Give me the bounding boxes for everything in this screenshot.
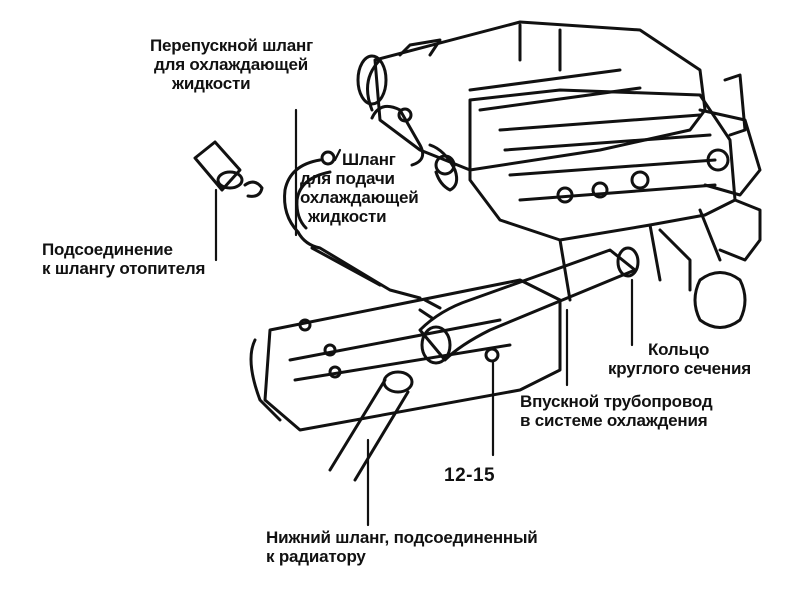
lower-hose-part xyxy=(328,370,414,482)
engine-block xyxy=(468,73,762,329)
intake-manifold xyxy=(249,278,562,432)
air-cleaner-cover xyxy=(356,20,707,172)
heater-pipe xyxy=(193,140,264,198)
torque-value: 12-15 xyxy=(444,465,496,486)
supply-hose-label: Шланг для подачи охлаждающей жидкости xyxy=(300,150,419,226)
leader-lines xyxy=(214,108,634,527)
lower-hose-label: Нижний шланг, подсоединенный к радиатору xyxy=(266,528,538,566)
bypass-hose-label: Перепускной шланг для охлаждающей жидкос… xyxy=(150,36,313,93)
o-ring-label: Кольцо круглого сечения xyxy=(608,340,751,378)
heater-connection-label: Подсоединение к шлангу отопителя xyxy=(42,240,206,278)
inlet-pipe-label: Впускной трубопровод в системе охлаждени… xyxy=(520,392,713,430)
inlet-pipe-part xyxy=(418,246,640,365)
supply-hose-part xyxy=(283,150,422,300)
bypass-hose-part xyxy=(370,104,459,192)
